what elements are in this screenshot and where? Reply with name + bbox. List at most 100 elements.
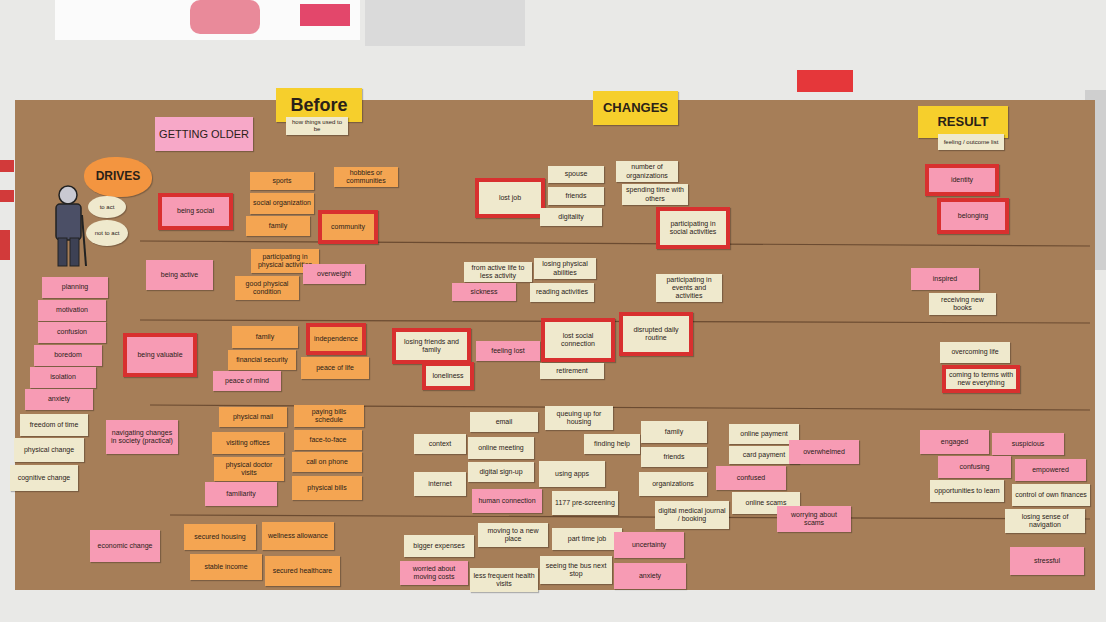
sticky-note: visiting offices: [212, 432, 284, 454]
note-text: economic change: [98, 542, 153, 550]
sticky-note: physical bills: [292, 476, 362, 500]
note-text: losing sense of navigation: [1008, 513, 1082, 529]
note-text: financial security: [236, 356, 288, 364]
note-text: cognitive change: [18, 474, 71, 482]
note-text: internet: [428, 480, 451, 488]
note-text: uncertainty: [632, 541, 666, 549]
note-text: peace of life: [316, 364, 354, 372]
note-text: digitality: [558, 213, 583, 221]
sticky-note: good physical condition: [235, 276, 299, 300]
sticky-note: feeling lost: [476, 341, 540, 361]
note-text: lost job: [499, 194, 521, 202]
sticky-note: anxiety: [25, 389, 93, 410]
sticky-note: paying bills schedule: [294, 405, 364, 427]
sticky-note: internet: [414, 472, 466, 496]
sticky-note: physical change: [14, 438, 84, 462]
note-text: to act: [100, 204, 115, 211]
sticky-note: anxiety: [614, 563, 686, 589]
note-text: stressful: [1034, 557, 1060, 565]
note-text: community: [331, 223, 365, 231]
sticky-note: stressful: [1010, 547, 1084, 575]
sticky-note: worrying about scams: [777, 506, 851, 532]
note-text: disrupted daily routine: [625, 326, 687, 342]
sticky-note: 1177 pre-screening: [552, 491, 618, 515]
note-text: independence: [314, 335, 358, 343]
sticky-note: overcoming life: [940, 342, 1010, 363]
sticky-note: planning: [42, 277, 108, 298]
sticky-note: confusing: [938, 456, 1011, 478]
framed-note: coming to terms with new everything: [942, 365, 1020, 393]
sticky-note: economic change: [90, 530, 160, 562]
note-text: familiarity: [226, 490, 256, 498]
note-text: digital medical journal / booking: [658, 507, 726, 523]
note-text: sickness: [471, 288, 498, 296]
note-text: lost social connection: [547, 332, 609, 348]
sticky-note: reading activities: [530, 283, 594, 302]
sticky-note: call on phone: [292, 452, 362, 472]
note-text: boredom: [54, 351, 82, 359]
sticky-note: family: [246, 216, 310, 236]
sticky-note: empowered: [1015, 459, 1086, 481]
sticky-note: uncertainty: [614, 532, 684, 558]
sticky-note: GETTING OLDER: [155, 117, 253, 151]
note-text: being social: [177, 207, 214, 215]
note-text: receiving new books: [932, 296, 993, 312]
sticky-note: confusion: [38, 322, 106, 343]
note-text: spouse: [565, 170, 588, 178]
sticky-note: boredom: [34, 345, 102, 366]
sticky-note: retirement: [540, 363, 604, 379]
note-text: sports: [272, 177, 291, 185]
sticky-note: stable income: [190, 554, 262, 580]
framed-note: lost social connection: [541, 318, 615, 362]
framed-note: lost job: [475, 178, 545, 218]
note-text: inspired: [933, 275, 958, 283]
sticky-note: not to act: [86, 220, 128, 246]
sticky-note: friends: [548, 187, 604, 205]
sticky-note: online meeting: [468, 437, 534, 459]
note-text: confused: [737, 474, 765, 482]
note-text: anxiety: [48, 395, 70, 403]
sticky-note: losing sense of navigation: [1005, 509, 1085, 533]
sticky-note: freedom of time: [20, 414, 88, 436]
framed-note: losing friends and family: [392, 328, 471, 364]
note-text: reading activities: [536, 288, 588, 296]
sticky-note: participating in events and activities: [656, 274, 722, 302]
sticky-note: being active: [146, 260, 213, 290]
note-text: visiting offices: [226, 439, 269, 447]
sticky-note: worried about moving costs: [400, 561, 468, 585]
sticky-note: digital medical journal / booking: [655, 501, 729, 529]
sticky-note: from active life to less activity: [464, 262, 532, 282]
note-text: RESULT: [937, 115, 988, 130]
framed-note: belonging: [937, 198, 1009, 234]
note-text: anxiety: [639, 572, 661, 580]
note-text: friends: [565, 192, 586, 200]
note-text: navigating changes in society (practical…: [109, 429, 175, 445]
note-text: queuing up for housing: [548, 410, 610, 426]
note-text: loneliness: [432, 372, 463, 380]
sticky-note: confused: [716, 466, 786, 490]
sticky-note: peace of mind: [213, 371, 281, 391]
note-text: secured healthcare: [273, 567, 333, 575]
sticky-note: using apps: [539, 461, 605, 487]
sticky-note: suspicious: [992, 433, 1064, 455]
note-text: human connection: [478, 497, 535, 505]
sticky-note: digitality: [540, 208, 602, 226]
note-text: finding help: [594, 440, 630, 448]
sticky-note: physical mail: [219, 407, 287, 427]
note-text: face-to-face: [310, 436, 347, 444]
sticky-note: cognitive change: [10, 465, 78, 491]
header-note: CHANGES: [593, 91, 678, 125]
note-text: family: [256, 333, 274, 341]
sticky-note: friends: [641, 447, 707, 467]
note-text: physical bills: [307, 484, 346, 492]
sticky-note: moving to a new place: [478, 523, 548, 547]
sticky-note: overweight: [303, 264, 365, 284]
sticky-note: feeling / outcome list: [938, 134, 1004, 150]
framed-note: independence: [306, 323, 366, 355]
note-text: call on phone: [306, 458, 348, 466]
note-text: part time job: [568, 535, 607, 543]
note-text: good physical condition: [238, 280, 296, 296]
note-text: worried about moving costs: [403, 565, 465, 581]
note-text: peace of mind: [225, 377, 269, 385]
note-text: isolation: [50, 373, 76, 381]
